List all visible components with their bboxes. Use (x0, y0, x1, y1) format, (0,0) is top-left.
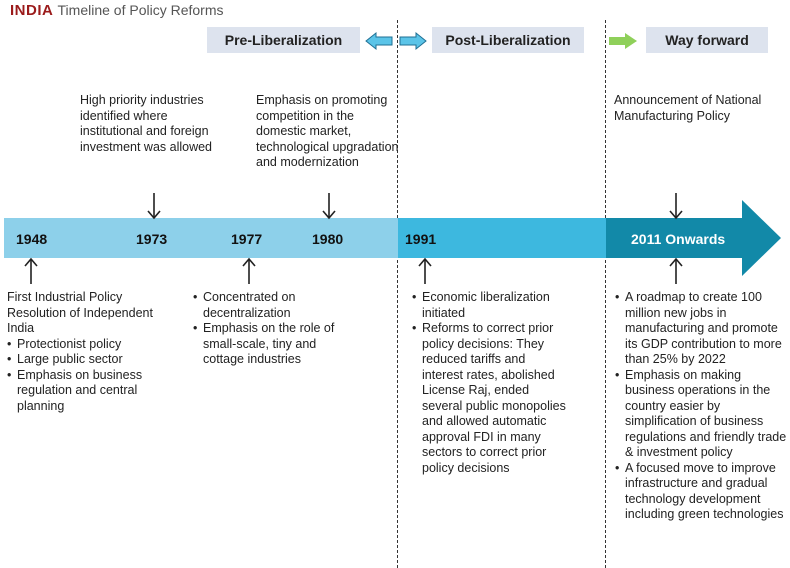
note-2011: A roadmap to create 100 million new jobs… (615, 290, 787, 523)
arrow-right-icon (399, 31, 427, 51)
list-item: A roadmap to create 100 million new jobs… (615, 290, 787, 368)
list-item: Emphasis on the role of small-scale, tin… (193, 321, 351, 368)
down-arrow-icon (322, 193, 336, 220)
list-item: Economic liberalization initiated (412, 290, 568, 321)
year-1948: 1948 (16, 231, 48, 247)
list-item: Large public sector (7, 352, 157, 368)
phase-way-forward: Way forward (646, 27, 768, 53)
up-arrow-icon (24, 257, 38, 284)
year-2011-onwards: 2011 Onwards (631, 231, 726, 247)
phase-pre-liberalization: Pre-Liberalization (207, 27, 360, 53)
list-item: Reforms to correct prior policy decision… (412, 321, 568, 476)
note-2011-list: A roadmap to create 100 million new jobs… (615, 290, 787, 523)
list-item: Concentrated on decentralization (193, 290, 351, 321)
note-1948-intro: First Industrial Policy Resolution of In… (7, 290, 153, 335)
divider-way-forward (605, 20, 606, 568)
year-1991: 1991 (405, 231, 437, 247)
arrow-left-icon (365, 31, 393, 51)
down-arrow-icon (147, 193, 161, 220)
note-1980: Emphasis on promoting competition in the… (256, 93, 399, 169)
year-1977: 1977 (231, 231, 263, 247)
up-arrow-icon (242, 257, 256, 284)
list-item: A focused move to improve infrastructure… (615, 461, 787, 523)
year-1980: 1980 (312, 231, 344, 247)
list-item: Emphasis on business regulation and cent… (7, 368, 157, 415)
list-item: Emphasis on making business operations i… (615, 368, 787, 461)
note-1977-list: Concentrated on decentralization Emphasi… (193, 290, 351, 368)
note-1977: Concentrated on decentralization Emphasi… (193, 290, 351, 368)
green-arrow-icon (609, 33, 637, 49)
note-1948: First Industrial Policy Resolution of In… (7, 290, 157, 414)
down-arrow-icon (669, 193, 683, 220)
note-1991-list: Economic liberalization initiated Reform… (412, 290, 568, 476)
timeline-bar (4, 200, 781, 276)
year-1973: 1973 (136, 231, 168, 247)
note-2011-intro: Announcement of National Manufacturing P… (614, 93, 762, 123)
title-subtitle: Timeline of Policy Reforms (57, 2, 224, 18)
page-title: INDIA Timeline of Policy Reforms (10, 2, 224, 19)
phase-post-liberalization: Post-Liberalization (432, 27, 584, 53)
list-item: Protectionist policy (7, 337, 157, 353)
phase-double-arrow-icon (365, 31, 427, 51)
note-1973: High priority industries identified wher… (80, 93, 213, 154)
up-arrow-icon (418, 257, 432, 284)
note-1948-list: Protectionist policy Large public sector… (7, 337, 157, 415)
divider-liberalization (397, 20, 398, 568)
title-brand: INDIA (10, 2, 54, 19)
up-arrow-icon (669, 257, 683, 284)
note-1991: Economic liberalization initiated Reform… (412, 290, 568, 476)
